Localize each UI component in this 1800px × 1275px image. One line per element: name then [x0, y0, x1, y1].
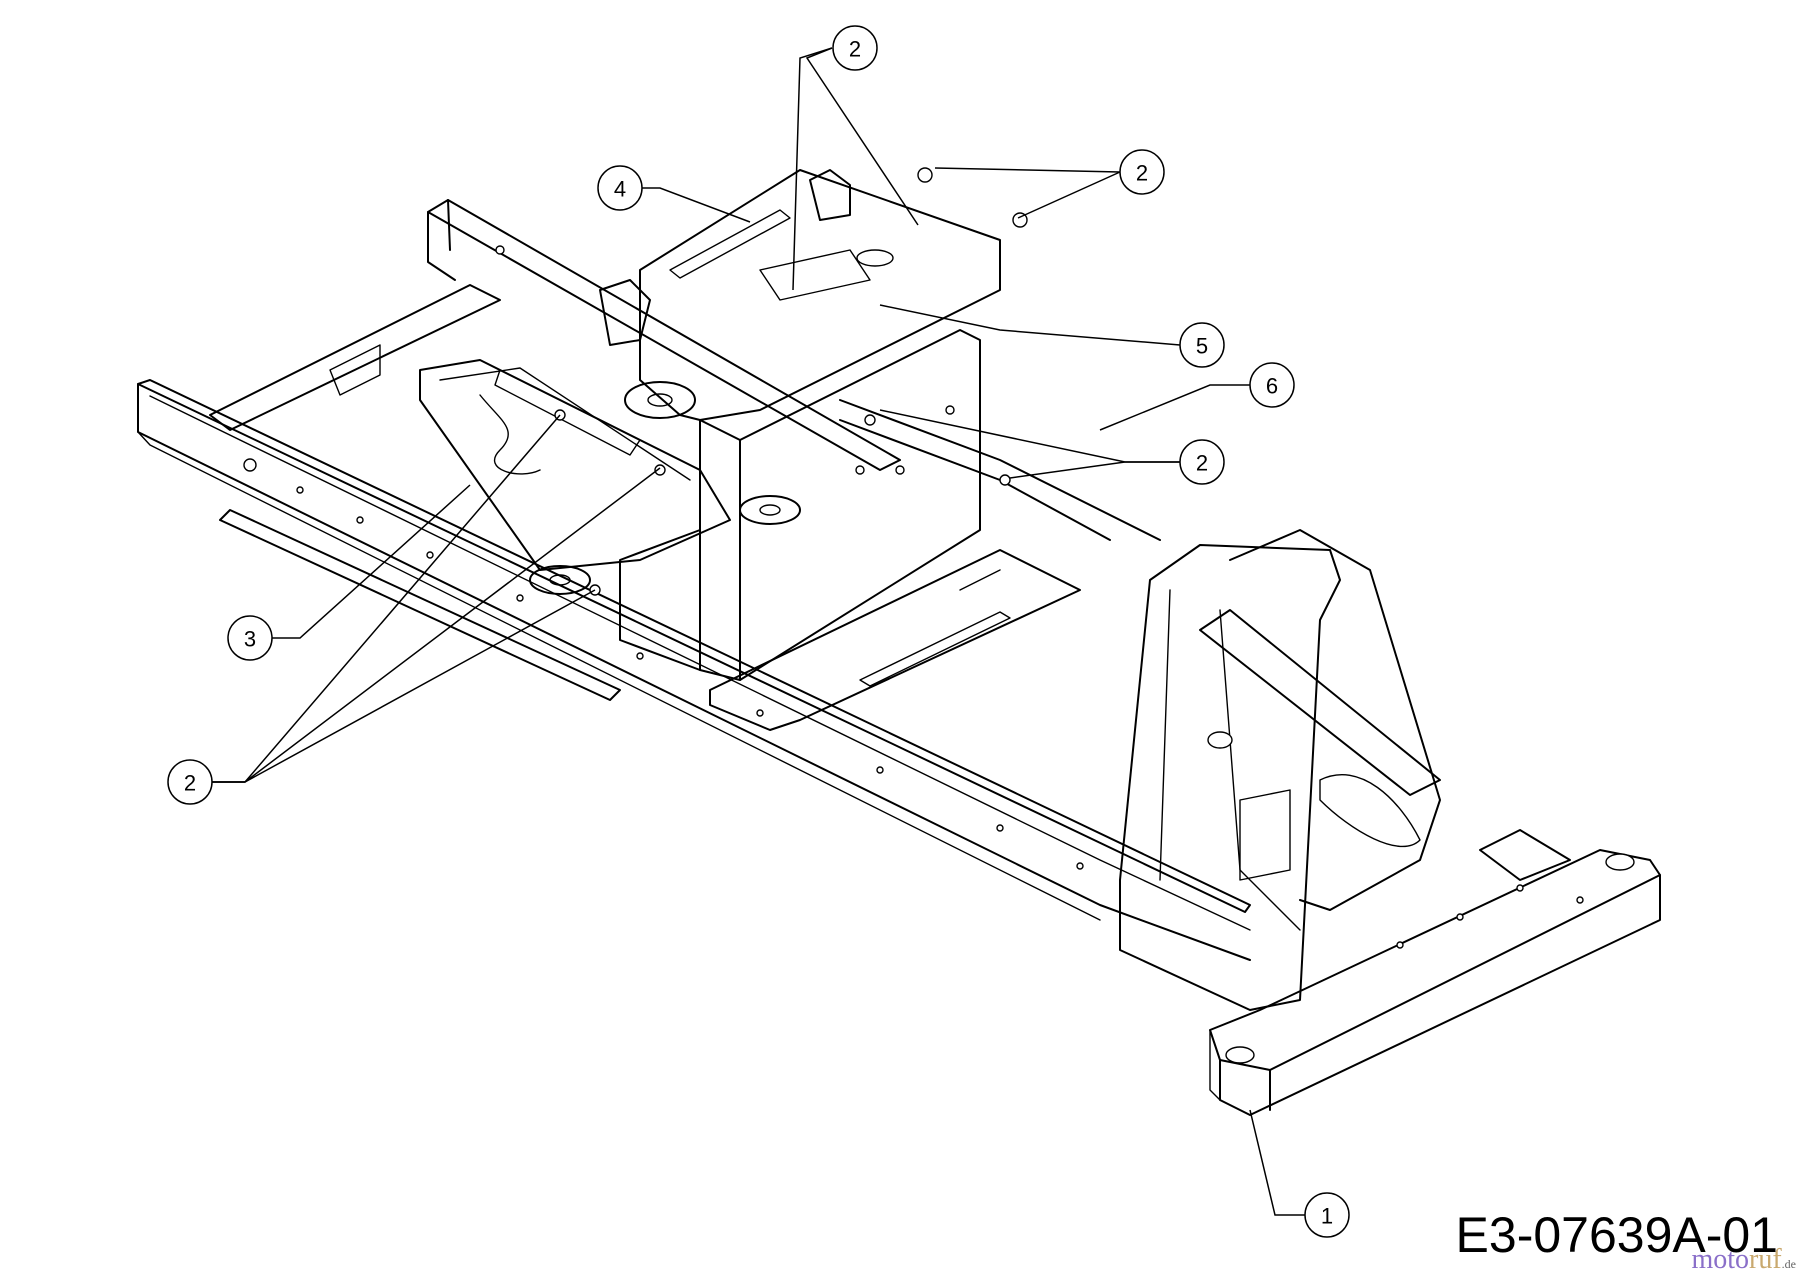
svg-text:3: 3 [244, 627, 256, 652]
watermark-part-b: ruf [1749, 1244, 1782, 1275]
callout-1: 1 [1304, 1192, 1350, 1238]
watermark-part-a: moto [1691, 1244, 1750, 1275]
main-frame-drawing [137, 167, 1661, 1116]
svg-text:2: 2 [1196, 451, 1208, 476]
callout-6: 6 [1249, 362, 1295, 408]
callout-5: 5 [1179, 322, 1225, 368]
svg-text:1: 1 [1321, 1204, 1333, 1229]
watermark-logo: motoruf.de [1691, 1246, 1796, 1274]
svg-text:2: 2 [849, 37, 861, 62]
callout-3: 3 [227, 615, 273, 661]
svg-text:6: 6 [1266, 374, 1278, 399]
svg-text:2: 2 [184, 771, 196, 796]
callout-2-upper-right: 2 [1119, 149, 1165, 195]
watermark-part-c: .de [1781, 1257, 1796, 1271]
leader-lines [212, 47, 1305, 1216]
callout-2-top: 2 [832, 25, 878, 71]
callout-2-lower-left: 2 [167, 759, 213, 805]
svg-text:2: 2 [1136, 161, 1148, 186]
callout-2-mid-right: 2 [1179, 439, 1225, 485]
svg-text:5: 5 [1196, 334, 1208, 359]
callout-4: 4 [597, 165, 643, 211]
drawing-number: E3-07639A-01 [1455, 1207, 1778, 1263]
svg-text:4: 4 [614, 177, 626, 202]
